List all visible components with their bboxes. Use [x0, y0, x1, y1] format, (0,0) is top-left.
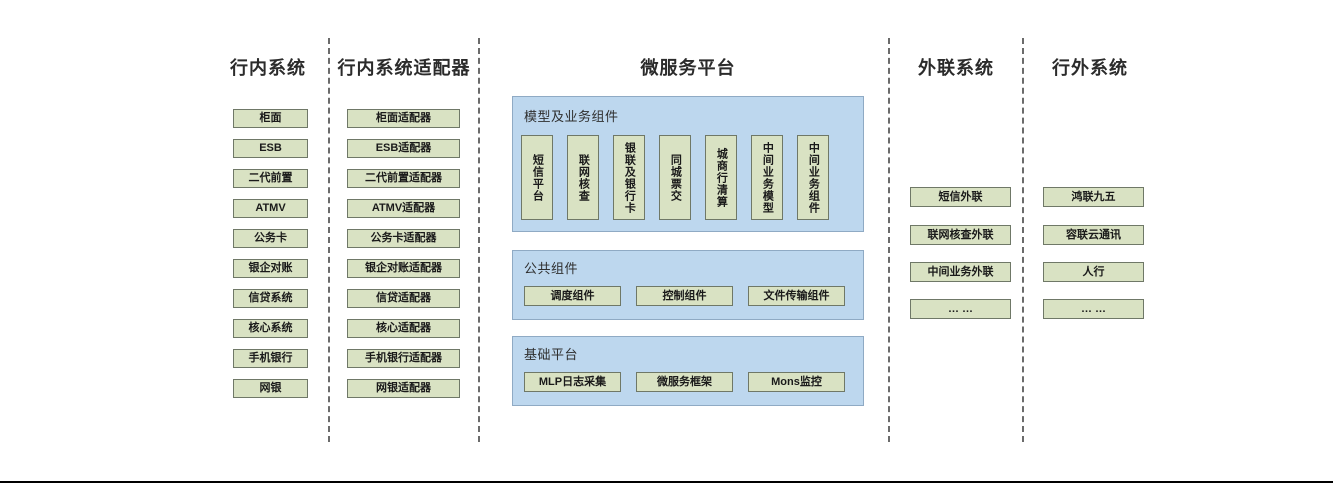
- vnode-model-2[interactable]: 银联及银行卡: [613, 135, 645, 220]
- node-inbank-7[interactable]: 核心系统: [233, 319, 308, 338]
- vnode-model-4[interactable]: 城商行清算: [705, 135, 737, 220]
- panel-title-common-components: 公共组件: [524, 261, 579, 276]
- node-adapter-8[interactable]: 手机银行适配器: [347, 349, 460, 368]
- bottom-rule: [0, 481, 1333, 483]
- vnode-model-5[interactable]: 中间业务模型: [751, 135, 783, 220]
- node-adapter-2[interactable]: 二代前置适配器: [347, 169, 460, 188]
- node-outbank-3[interactable]: … …: [1043, 299, 1144, 319]
- node-adapter-5[interactable]: 银企对账适配器: [347, 259, 460, 278]
- node-outbank-2[interactable]: 人行: [1043, 262, 1144, 282]
- column-title-external-link: 外联系统: [918, 58, 994, 78]
- node-external-link-1[interactable]: 联网核查外联: [910, 225, 1011, 245]
- node-common-0[interactable]: 调度组件: [524, 286, 621, 306]
- panel-base-platform: [512, 336, 864, 406]
- divider-4: [1022, 38, 1024, 442]
- node-adapter-9[interactable]: 网银适配器: [347, 379, 460, 398]
- node-adapter-6[interactable]: 信贷适配器: [347, 289, 460, 308]
- divider-2: [478, 38, 480, 442]
- panel-title-model-business: 模型及业务组件: [524, 109, 619, 124]
- node-inbank-2[interactable]: 二代前置: [233, 169, 308, 188]
- node-inbank-4[interactable]: 公务卡: [233, 229, 308, 248]
- vnode-model-0[interactable]: 短信平台: [521, 135, 553, 220]
- node-common-1[interactable]: 控制组件: [636, 286, 733, 306]
- divider-1: [328, 38, 330, 442]
- node-external-link-3[interactable]: … …: [910, 299, 1011, 319]
- node-adapter-1[interactable]: ESB适配器: [347, 139, 460, 158]
- node-base-1[interactable]: 微服务框架: [636, 372, 733, 392]
- divider-3: [888, 38, 890, 442]
- node-outbank-1[interactable]: 容联云通讯: [1043, 225, 1144, 245]
- node-adapter-3[interactable]: ATMV适配器: [347, 199, 460, 218]
- node-inbank-5[interactable]: 银企对账: [233, 259, 308, 278]
- column-title-outbank: 行外系统: [1052, 58, 1128, 78]
- node-adapter-4[interactable]: 公务卡适配器: [347, 229, 460, 248]
- node-inbank-3[interactable]: ATMV: [233, 199, 308, 218]
- node-adapter-0[interactable]: 柜面适配器: [347, 109, 460, 128]
- panel-common-components: [512, 250, 864, 320]
- node-inbank-6[interactable]: 信贷系统: [233, 289, 308, 308]
- vnode-model-3[interactable]: 同城票交: [659, 135, 691, 220]
- node-base-0[interactable]: MLP日志采集: [524, 372, 621, 392]
- vnode-model-6[interactable]: 中间业务组件: [797, 135, 829, 220]
- vnode-model-1[interactable]: 联网核查: [567, 135, 599, 220]
- node-base-2[interactable]: Mons监控: [748, 372, 845, 392]
- node-adapter-7[interactable]: 核心适配器: [347, 319, 460, 338]
- node-external-link-0[interactable]: 短信外联: [910, 187, 1011, 207]
- node-inbank-8[interactable]: 手机银行: [233, 349, 308, 368]
- panel-title-base-platform: 基础平台: [524, 347, 579, 362]
- column-title-adapter: 行内系统适配器: [337, 58, 471, 78]
- node-external-link-2[interactable]: 中间业务外联: [910, 262, 1011, 282]
- node-inbank-1[interactable]: ESB: [233, 139, 308, 158]
- column-title-inbank: 行内系统: [230, 58, 306, 78]
- node-inbank-9[interactable]: 网银: [233, 379, 308, 398]
- node-outbank-0[interactable]: 鸿联九五: [1043, 187, 1144, 207]
- node-common-2[interactable]: 文件传输组件: [748, 286, 845, 306]
- node-inbank-0[interactable]: 柜面: [233, 109, 308, 128]
- column-title-platform: 微服务平台: [640, 58, 736, 78]
